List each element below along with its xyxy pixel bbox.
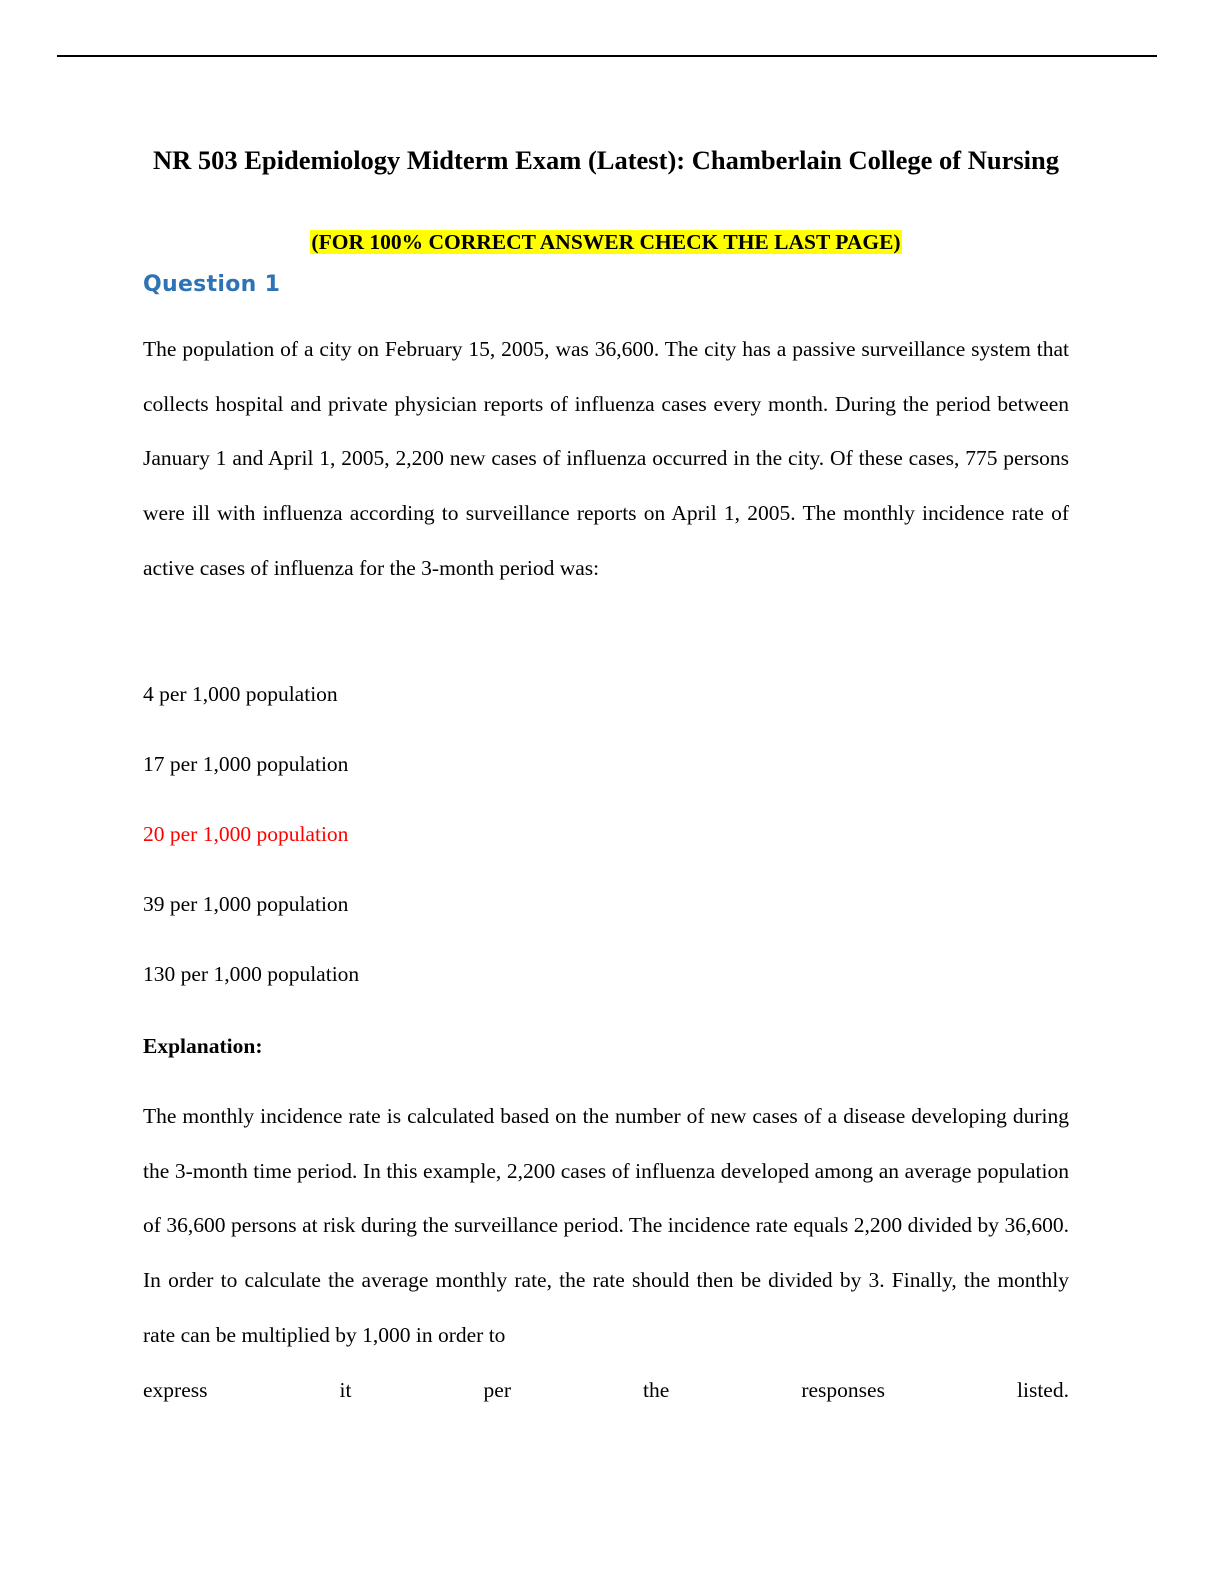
explanation-word: it [339,1378,352,1402]
notice-line: (FOR 100% CORRECT ANSWER CHECK THE LAST … [143,228,1069,256]
explanation-last-line: express it per the responses listed. [143,1375,1069,1405]
question-heading: Question 1 [143,272,281,297]
answer-option-correct: 20 per 1,000 population [143,822,349,846]
explanation-heading: Explanation: [143,1034,263,1058]
explanation-word: responses [801,1378,885,1402]
highlighted-notice: (FOR 100% CORRECT ANSWER CHECK THE LAST … [310,230,902,254]
explanation-word: express [143,1378,208,1402]
answer-option: 4 per 1,000 population [143,682,338,706]
explanation-word: the [643,1378,670,1402]
explanation-text: The monthly incidence rate is calculated… [143,1104,1069,1347]
document-title: NR 503 Epidemiology Midterm Exam (Latest… [152,145,1060,175]
answer-option: 39 per 1,000 population [143,892,349,916]
explanation-word: per [483,1378,511,1402]
answer-option: 17 per 1,000 population [143,752,349,776]
question-text: The population of a city on February 15,… [143,337,1069,580]
header-rule [57,55,1157,57]
answer-option: 130 per 1,000 population [143,962,360,986]
explanation-word: listed. [1017,1378,1069,1402]
